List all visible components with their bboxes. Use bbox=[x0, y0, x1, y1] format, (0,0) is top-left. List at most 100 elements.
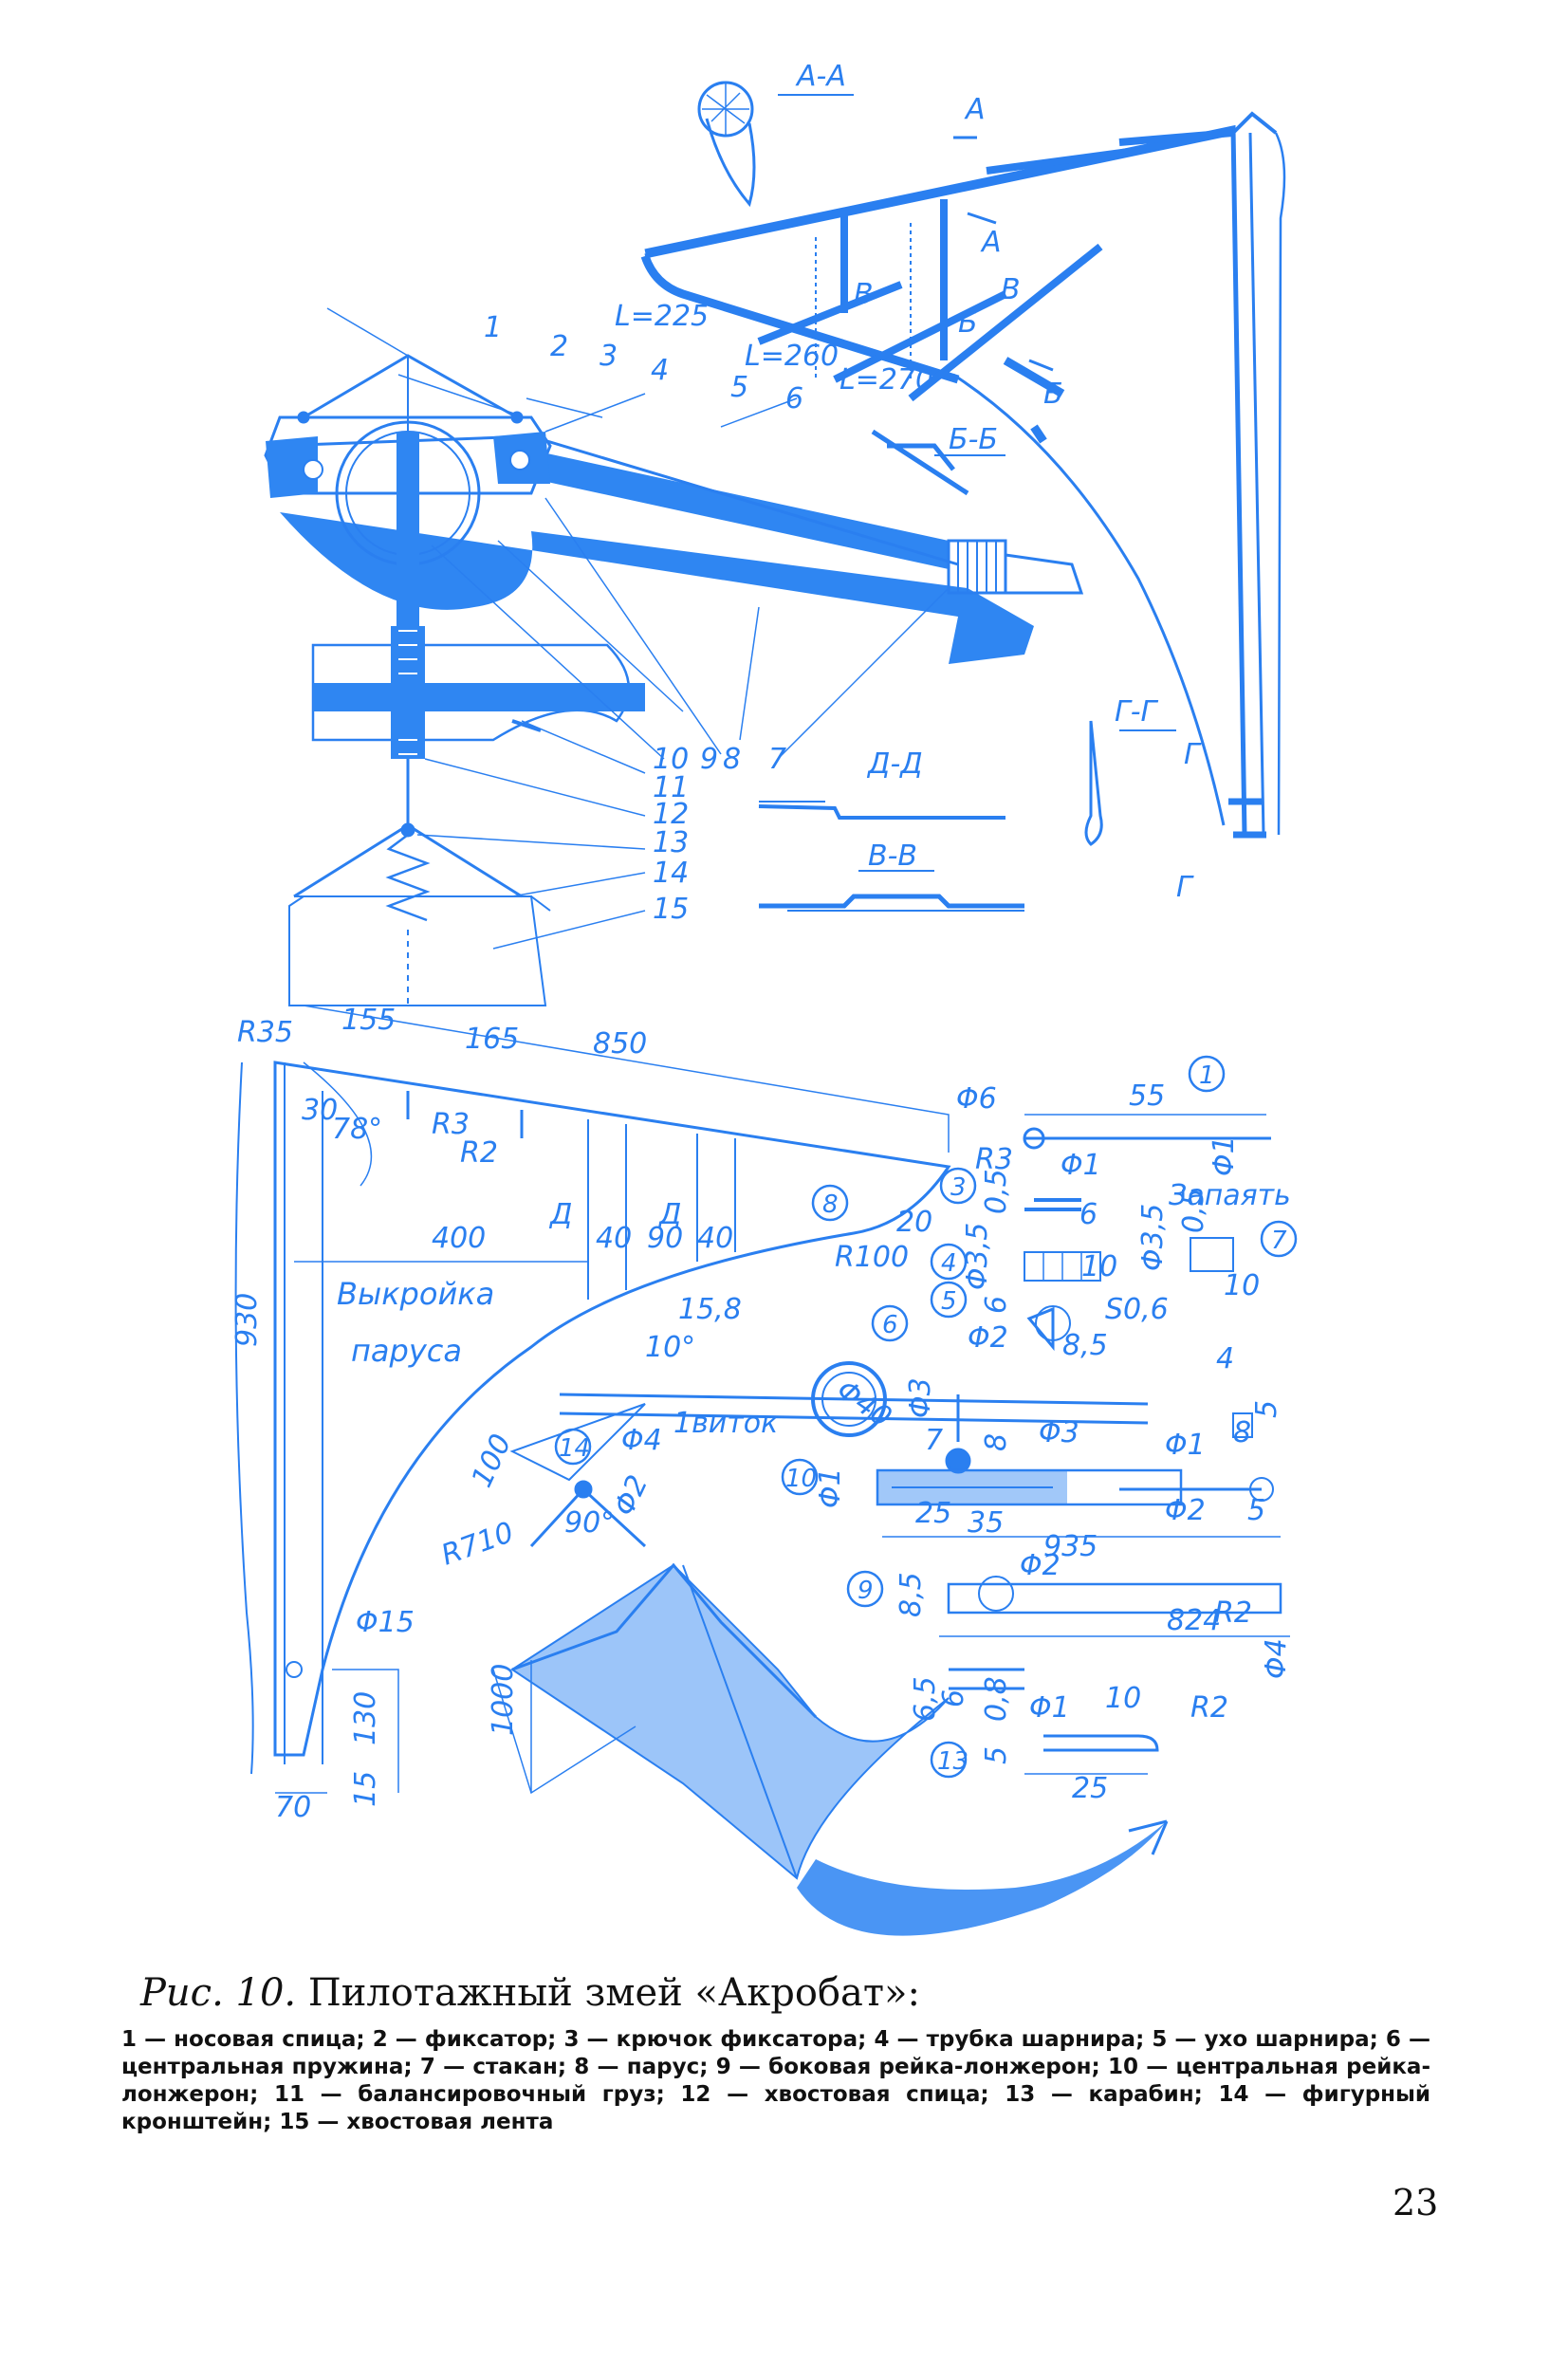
dim-930: 930 bbox=[231, 1293, 264, 1347]
part-circle-1: 1 bbox=[1199, 1061, 1215, 1090]
part-label-3: 3 bbox=[600, 340, 618, 373]
dim-r3-detail: R3 bbox=[975, 1143, 1013, 1176]
dim-165: 165 bbox=[465, 1023, 519, 1056]
figure-caption: Рис. 10. Пилотажный змей «Акробат»: bbox=[140, 1971, 1449, 2015]
kite-technical-drawing: А-А А А В В Б Б L=225 L=260 L=270 Б-Б Г-… bbox=[231, 60, 1298, 1936]
section-aa-sketch bbox=[697, 81, 854, 208]
dim-phi1-b: Φ1 bbox=[1208, 1135, 1241, 1176]
dim-r100: R100 bbox=[835, 1241, 909, 1274]
kite-silhouette bbox=[492, 1562, 1169, 1936]
label-1-vitok: 1виток bbox=[673, 1407, 778, 1440]
part-circle-13: 13 bbox=[937, 1747, 968, 1776]
dim-r3-sail: R3 bbox=[432, 1108, 470, 1141]
section-bb-label: Б-Б bbox=[949, 423, 998, 456]
label-zapayat: Запаять bbox=[1169, 1179, 1291, 1212]
dim-935: 935 bbox=[1043, 1530, 1098, 1563]
dim-r2-sail: R2 bbox=[460, 1136, 498, 1170]
dim-850: 850 bbox=[593, 1027, 647, 1061]
length-270: L=270 bbox=[839, 363, 933, 397]
figure-number: Рис. 10. bbox=[140, 1971, 297, 2015]
part-label-12: 12 bbox=[653, 798, 689, 831]
section-d-mark-left: Д bbox=[548, 1198, 572, 1231]
dim-phi1-e: Φ1 bbox=[1029, 1691, 1070, 1725]
section-b-mark-right: Б bbox=[1043, 378, 1063, 411]
dim-85-b: 8,5 bbox=[895, 1572, 928, 1617]
dim-824: 824 bbox=[1167, 1604, 1221, 1637]
sail-pattern-drawing bbox=[234, 1005, 951, 1794]
sail-pattern-label-line2: паруса bbox=[351, 1333, 462, 1369]
length-225: L=225 bbox=[615, 300, 709, 333]
dim-130: 130 bbox=[349, 1691, 382, 1745]
section-g-mark-bottom: Г bbox=[1176, 871, 1194, 904]
part-label-9: 9 bbox=[700, 743, 718, 776]
dim-5-c: 5 bbox=[980, 1746, 1013, 1764]
section-gg-sketch bbox=[1084, 720, 1176, 846]
figure-title: Пилотажный змей «Акробат»: bbox=[307, 1971, 920, 2015]
part-circle-3: 3 bbox=[950, 1173, 967, 1202]
dim-phi3-a: Φ3 bbox=[904, 1377, 937, 1418]
dim-05-a: 0,5 bbox=[980, 1169, 1013, 1214]
part-label-14: 14 bbox=[653, 857, 689, 890]
dim-phi4-a: Φ4 bbox=[621, 1424, 662, 1457]
dim-phi2-a: Φ2 bbox=[968, 1321, 1008, 1355]
figure-legend: 1 — носовая спица; 2 — фиксатор; 3 — крю… bbox=[121, 2027, 1430, 2134]
part-circle-7: 7 bbox=[1271, 1227, 1287, 1255]
section-a-mark-top: А bbox=[964, 93, 986, 126]
dim-10deg: 10° bbox=[645, 1331, 695, 1364]
section-b-mark-left: Б bbox=[958, 306, 978, 340]
dim-6-a: 6 bbox=[1079, 1198, 1098, 1231]
part-label-10: 10 bbox=[653, 743, 689, 776]
dim-5-a: 5 bbox=[1250, 1400, 1283, 1418]
dim-1000: 1000 bbox=[487, 1664, 520, 1736]
dim-r2-detail: R2 bbox=[1214, 1596, 1252, 1630]
dim-65: 6,5 bbox=[909, 1676, 942, 1722]
part-circle-10: 10 bbox=[785, 1465, 817, 1493]
section-aa-label: А-А bbox=[795, 60, 846, 93]
dim-phi1-d: Φ1 bbox=[814, 1467, 847, 1508]
length-260: L=260 bbox=[745, 340, 839, 373]
section-gg-label: Г-Г bbox=[1115, 695, 1159, 729]
part-label-15: 15 bbox=[653, 893, 689, 926]
dim-s06: S0,6 bbox=[1105, 1293, 1169, 1326]
part-label-6: 6 bbox=[785, 382, 803, 415]
dim-phi6: Φ6 bbox=[956, 1082, 997, 1116]
section-a-mark-bottom: А bbox=[980, 226, 1002, 259]
part-circle-9: 9 bbox=[858, 1577, 874, 1605]
part-label-8: 8 bbox=[723, 743, 741, 776]
section-d-mark-right: Д bbox=[657, 1198, 681, 1231]
dim-90: 90 bbox=[647, 1222, 683, 1255]
part-circle-5: 5 bbox=[941, 1287, 957, 1316]
dim-30: 30 bbox=[302, 1094, 338, 1127]
part-label-5: 5 bbox=[730, 371, 748, 404]
dim-90deg: 90° bbox=[564, 1506, 615, 1540]
dim-70: 70 bbox=[275, 1791, 311, 1824]
dim-r35: R35 bbox=[237, 1016, 293, 1049]
dim-40-b: 40 bbox=[697, 1222, 733, 1255]
dim-10-c: 10 bbox=[1105, 1682, 1141, 1715]
section-v-mark-right: В bbox=[1001, 273, 1021, 306]
section-dd-vv-sketches bbox=[758, 801, 1024, 912]
page-number: 23 bbox=[1393, 2182, 1439, 2224]
dim-15-sail: 15 bbox=[349, 1771, 382, 1807]
section-v-mark-left: В bbox=[854, 278, 874, 311]
dim-35: 35 bbox=[968, 1506, 1004, 1540]
part-circle-14: 14 bbox=[559, 1434, 590, 1463]
dim-55: 55 bbox=[1129, 1080, 1165, 1113]
dim-r710: R710 bbox=[437, 1516, 518, 1573]
dim-8-b: 8 bbox=[980, 1433, 1013, 1451]
part-label-13: 13 bbox=[653, 826, 689, 859]
dim-08: 0,8 bbox=[980, 1676, 1013, 1722]
section-dd-label: Д-Д bbox=[866, 747, 923, 781]
dim-78deg: 78° bbox=[332, 1113, 382, 1146]
dim-25-b: 25 bbox=[1072, 1772, 1108, 1805]
dim-6-c: 6 bbox=[937, 1689, 970, 1707]
part-label-11: 11 bbox=[653, 771, 689, 804]
dim-10-b: 10 bbox=[1081, 1250, 1117, 1283]
dim-155: 155 bbox=[341, 1004, 396, 1037]
dim-25-a: 25 bbox=[915, 1497, 951, 1530]
parts-detail-drawings bbox=[559, 1114, 1290, 1775]
section-vv-label: В-В bbox=[868, 840, 917, 873]
section-bb-sketch bbox=[871, 429, 1005, 496]
dim-20: 20 bbox=[896, 1206, 932, 1239]
dim-5-b: 5 bbox=[1247, 1494, 1265, 1527]
